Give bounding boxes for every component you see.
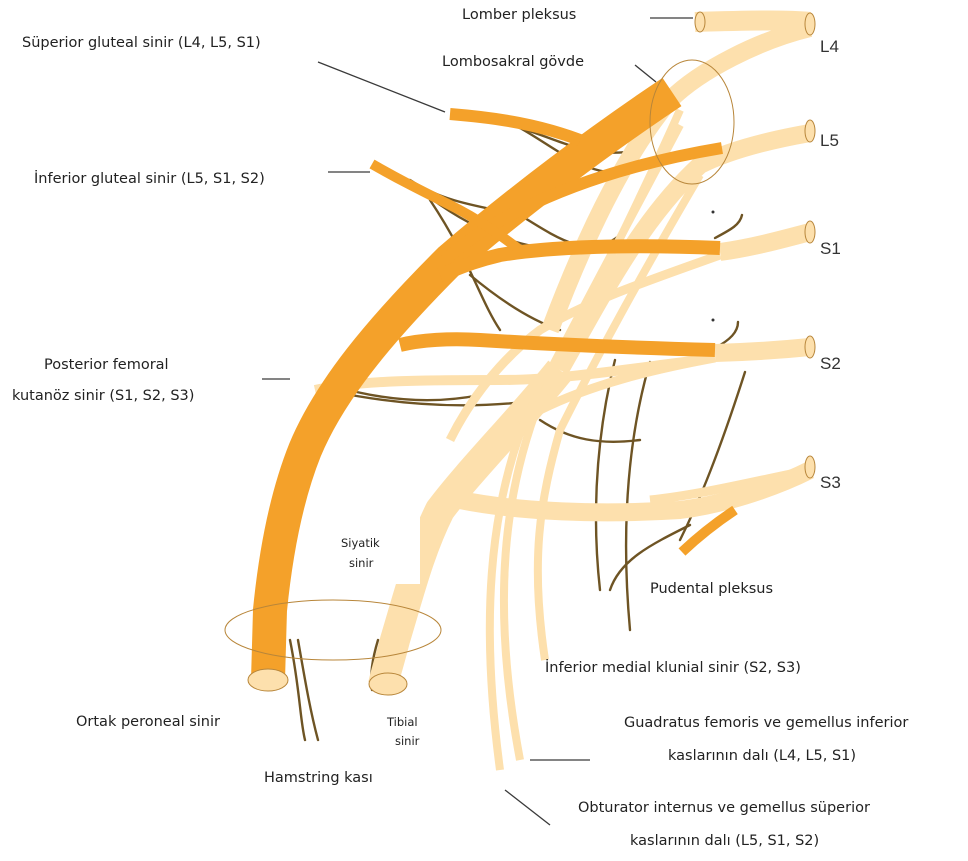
s1-root-light (720, 232, 810, 252)
label-posterior-femoral-1: Posterior femoral (44, 357, 169, 373)
root-label-l5: L5 (820, 131, 839, 150)
label-posterior-femoral-2: kutanöz sinir (S1, S2, S3) (12, 388, 194, 404)
label-superior-gluteal: Süperior gluteal sinir (L4, L5, S1) (22, 35, 261, 51)
label-lomber-pleksus: Lomber pleksus (462, 7, 576, 23)
common-peroneal-cut-end (248, 669, 288, 691)
s2-marker-dot (712, 319, 715, 322)
label-ortak-peroneal: Ortak peroneal sinir (76, 714, 220, 730)
label-pudental: Pudental pleksus (650, 581, 773, 597)
s1-connector-twig (715, 215, 742, 238)
root-label-l4: L4 (820, 37, 839, 56)
tibial-cut-end (369, 673, 407, 695)
label-obturator-1: Obturator internus ve gemellus süperior (578, 800, 870, 816)
label-tibial-1: Tibial (386, 715, 418, 729)
superior-gluteal-nerve (450, 114, 580, 140)
label-siyatik-2: sinir (349, 556, 374, 570)
label-hamstring: Hamstring kası (264, 770, 373, 786)
l4-root-light (695, 21, 810, 23)
s2-root-light (715, 347, 810, 353)
label-obturator-2: kaslarının dalı (L5, S1, S2) (630, 833, 819, 849)
label-lombosakral-govde: Lombosakral gövde (442, 54, 584, 70)
root-label-s2: S2 (820, 354, 841, 373)
s2-dark-branch (400, 339, 715, 350)
s1-marker-dot (712, 211, 715, 214)
root-label-s3: S3 (820, 473, 841, 492)
label-tibial-2: sinir (395, 734, 420, 748)
label-guadratus-1: Guadratus femoris ve gemellus inferior (624, 715, 908, 731)
label-inferior-gluteal: İnferior gluteal sinir (L5, S1, S2) (34, 169, 265, 187)
label-siyatik-1: Siyatik (341, 536, 380, 550)
label-inferior-medial-klunial: İnferior medial klunial sinir (S2, S3) (545, 658, 801, 676)
root-label-s1: S1 (820, 239, 841, 258)
label-guadratus-2: kaslarının dalı (L4, L5, S1) (668, 748, 856, 764)
